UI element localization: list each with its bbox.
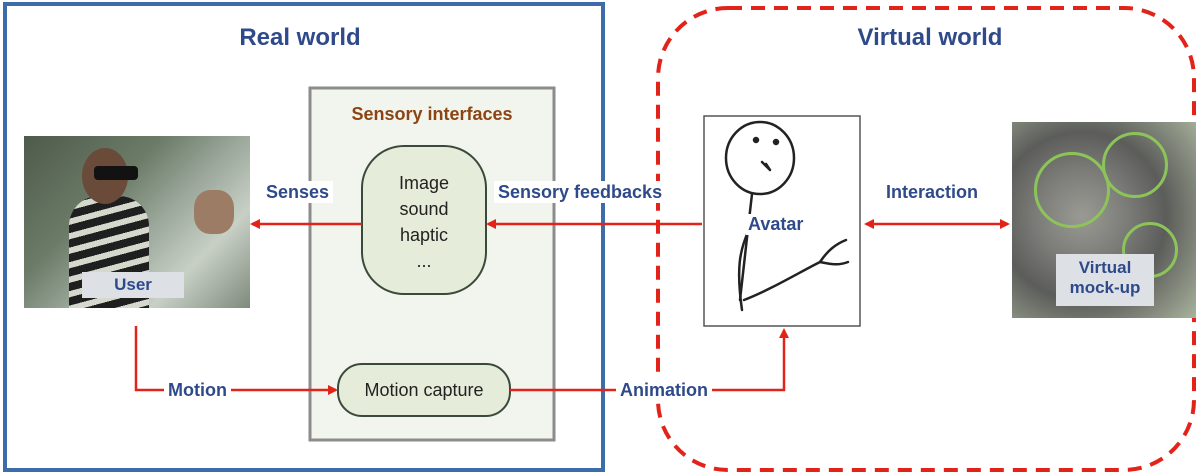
feedback-line-haptic: haptic xyxy=(399,225,449,245)
virtual-world-title: Virtual world xyxy=(857,24,1003,51)
vr-headset-icon xyxy=(94,166,138,180)
virtual-mockup-photo: Virtual mock-up xyxy=(1012,122,1196,318)
virtual-mockup-label-line1: Virtual xyxy=(1078,258,1132,277)
virtual-world-frame xyxy=(656,6,1196,472)
motion-label: Motion xyxy=(164,379,231,401)
sensory-feedback-text: Image sound haptic ... xyxy=(362,170,486,274)
avatar-stick-figure xyxy=(724,120,850,312)
gear-icon xyxy=(1034,152,1110,228)
user-photo: User xyxy=(24,136,250,308)
animation-label: Animation xyxy=(616,379,712,401)
motion-capture-label: Motion capture xyxy=(364,380,484,400)
feedback-line-image: Image xyxy=(398,173,450,193)
sensory-interfaces-title: Sensory interfaces xyxy=(351,104,513,124)
motion-arrow xyxy=(134,326,338,395)
sensory-feedbacks-label: Sensory feedbacks xyxy=(494,181,667,203)
senses-label: Senses xyxy=(262,181,334,203)
feedback-line-sound: sound xyxy=(399,199,449,219)
feedback-line-ellipsis: ... xyxy=(416,251,432,271)
avatar-label: Avatar xyxy=(746,214,806,235)
gear-icon xyxy=(1102,132,1168,198)
interaction-label: Interaction xyxy=(882,181,983,203)
animation-arrow xyxy=(510,328,789,392)
user-hand xyxy=(194,190,234,234)
user-label: User xyxy=(82,272,184,298)
virtual-mockup-label-line2: mock-up xyxy=(1069,278,1141,297)
real-world-title: Real world xyxy=(239,24,361,51)
real-world-frame xyxy=(3,2,605,472)
virtual-mockup-label: Virtual mock-up xyxy=(1056,254,1154,306)
